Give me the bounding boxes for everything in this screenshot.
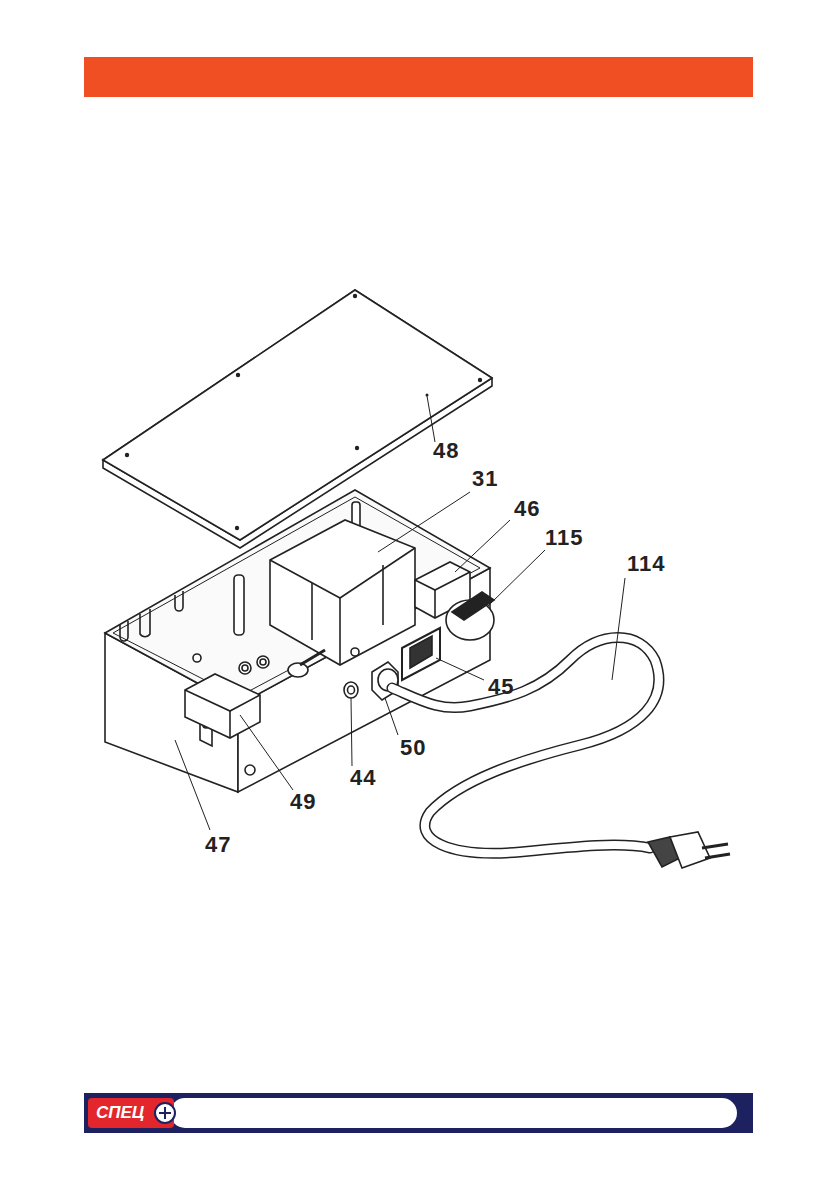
callout-number: 50 xyxy=(400,737,426,759)
callout-number: 46 xyxy=(514,498,540,520)
callout-number: 45 xyxy=(488,676,514,698)
footer-bar xyxy=(84,1093,753,1133)
callout-number: 49 xyxy=(290,791,316,813)
callout-number: 114 xyxy=(627,553,666,575)
housing-box xyxy=(105,490,494,792)
callout-number: 47 xyxy=(205,834,231,856)
callout-number: 44 xyxy=(350,767,376,789)
brand-logo: СПЕЦ xyxy=(96,1104,144,1121)
callout-number: 48 xyxy=(433,440,459,462)
leader-lines xyxy=(175,396,625,830)
callout-number: 115 xyxy=(545,527,584,549)
callout-number: 31 xyxy=(472,468,498,490)
header-bar xyxy=(84,57,753,97)
power-cable xyxy=(392,638,730,869)
lid-plate xyxy=(103,290,492,548)
